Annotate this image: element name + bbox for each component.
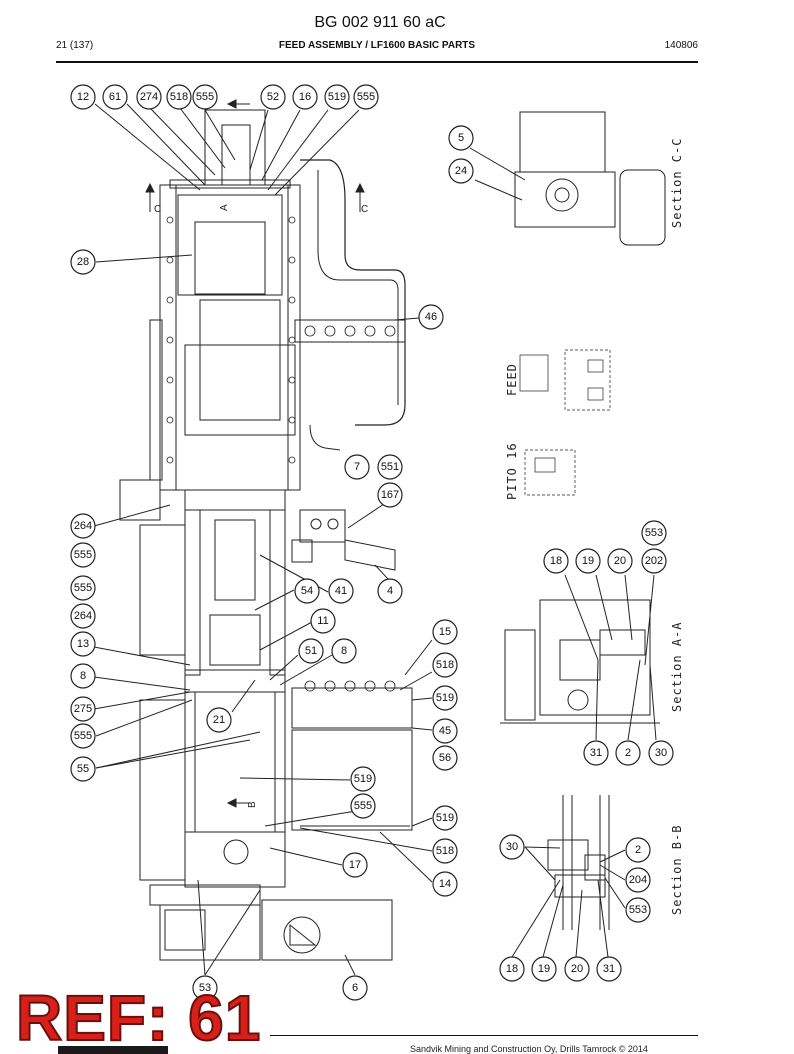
callout-label: 19: [582, 555, 594, 567]
callout-label: 12: [77, 91, 89, 103]
callout-label: 17: [349, 859, 361, 871]
callout-label: 274: [140, 91, 158, 103]
bracket-assembly: [291, 687, 413, 729]
callout-label: 53: [199, 982, 211, 994]
callout-label: 21: [213, 714, 225, 726]
callout-label: 553: [629, 904, 647, 916]
header-rule: [56, 61, 698, 63]
callout-label: 202: [645, 555, 663, 567]
callout-label: 555: [196, 91, 214, 103]
callout-label: 2: [625, 747, 631, 759]
callout-label: 20: [614, 555, 626, 567]
callout-label: 18: [550, 555, 562, 567]
callout-label: 519: [436, 692, 454, 704]
callout-label: 204: [629, 874, 647, 886]
callout-label: 31: [590, 747, 602, 759]
callout-label: 167: [381, 489, 399, 501]
callout-label: 20: [571, 963, 583, 975]
callout-label: 555: [357, 91, 375, 103]
callout-label: 19: [538, 963, 550, 975]
view-letter-a: A: [219, 204, 230, 211]
callout-label: 24: [455, 165, 467, 177]
callout-label: 519: [354, 773, 372, 785]
callout-label: 45: [439, 725, 451, 737]
reference-stamp: REF: 61: [15, 982, 262, 1054]
callout-label: 18: [506, 963, 518, 975]
callout-label: 2: [635, 844, 641, 856]
callout-label: 264: [74, 610, 92, 622]
callout-label: 30: [655, 747, 667, 759]
callout-label: 518: [436, 659, 454, 671]
callout-label: 16: [299, 91, 311, 103]
callout-label: 31: [603, 963, 615, 975]
date-code: 140806: [664, 40, 698, 51]
callout-label: 7: [354, 461, 360, 473]
callout-label: 555: [74, 730, 92, 742]
callout-label: 275: [74, 703, 92, 715]
sandvik-logo: [58, 1046, 168, 1054]
callout-label: 46: [425, 311, 437, 323]
callout-label: 4: [387, 585, 393, 597]
callout-label: 52: [267, 91, 279, 103]
view-letter-c-right: C: [361, 204, 368, 215]
section-bb-label: Section B-B: [670, 825, 684, 915]
callout-label: 519: [436, 812, 454, 824]
section-cc-view: [519, 111, 606, 173]
feed-schematic-label: FEED: [505, 363, 519, 396]
callout-label: 555: [354, 800, 372, 812]
feed-upper-frame: [159, 184, 301, 491]
pito-schematic: [524, 449, 576, 496]
callout-label: 8: [341, 645, 347, 657]
valve-block: [299, 509, 346, 543]
callout-label: 11: [317, 615, 328, 627]
feed-cylinder-upper: [177, 194, 283, 296]
page-number: 21 (137): [56, 40, 94, 51]
page-title: FEED ASSEMBLY / LF1600 BASIC PARTS: [278, 40, 476, 51]
callout-label: 551: [381, 461, 399, 473]
callout-label: 28: [77, 256, 89, 268]
callout-label: 519: [328, 91, 346, 103]
callout-label: 553: [645, 527, 663, 539]
callout-label: 55: [77, 763, 89, 775]
section-cc-label: Section C-C: [670, 138, 684, 228]
callout-label: 264: [74, 520, 92, 532]
callout-label: 8: [80, 670, 86, 682]
callout-label: 54: [301, 585, 313, 597]
callout-label: 555: [74, 582, 92, 594]
view-letter-b: B: [247, 801, 258, 808]
pito-schematic-label: PITO 16: [505, 442, 519, 500]
callout-label: 5: [458, 132, 464, 144]
section-aa-view: [504, 629, 536, 721]
motor-block: [261, 899, 393, 961]
callout-label: 41: [335, 585, 347, 597]
callout-label: 51: [305, 645, 317, 657]
callout-label: 15: [439, 626, 451, 638]
footer-rule: [270, 1035, 698, 1036]
section-aa-label: Section A-A: [670, 622, 684, 712]
callout-label: 13: [77, 638, 89, 650]
callout-label: 61: [109, 91, 121, 103]
document-code: BG 002 911 60 aC: [314, 14, 446, 31]
callout-label: 6: [352, 982, 358, 994]
feed-schematic: [519, 354, 549, 392]
footer-copyright: Sandvik Mining and Construction Oy, Dril…: [410, 1044, 648, 1054]
view-letter-c-left: C: [154, 204, 161, 215]
callout-label: 555: [74, 549, 92, 561]
callout-label: 56: [439, 752, 451, 764]
callout-label: 518: [436, 845, 454, 857]
header-row: 21 (137) FEED ASSEMBLY / LF1600 BASIC PA…: [56, 40, 698, 56]
callout-label: 30: [506, 841, 518, 853]
callout-label: 518: [170, 91, 188, 103]
callout-label: 14: [439, 878, 451, 890]
